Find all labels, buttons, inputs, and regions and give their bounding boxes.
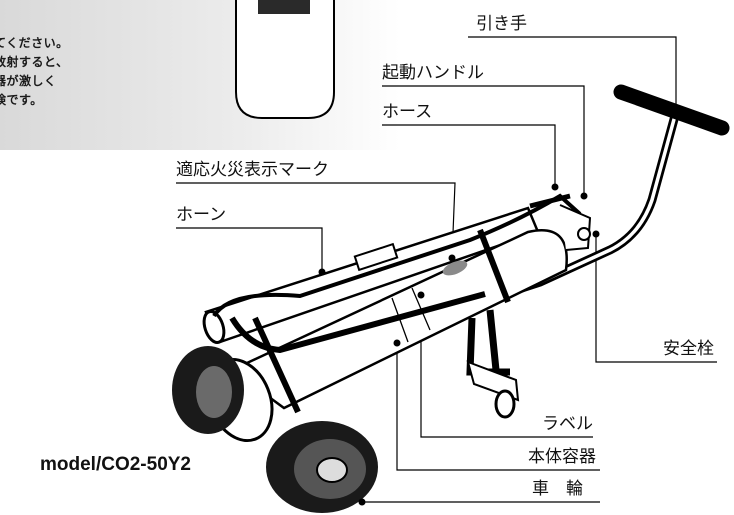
warning-note-line: 放射すると、: [0, 55, 69, 69]
front-wheel: [266, 421, 378, 513]
pull-handle-label: 引き手: [476, 14, 527, 34]
rear-wheel: [172, 346, 244, 434]
start-handle-label: 起動ハンドル: [382, 63, 484, 83]
straps-and-hose: [212, 193, 582, 414]
wheel-label: 車 輪: [532, 479, 583, 499]
cylinder-body-label: 本体容器: [528, 447, 596, 467]
small-extinguisher-illustration: [235, 0, 335, 119]
fire-class-mark-label: 適応火災表示マーク: [176, 160, 329, 180]
model-number: model/CO2-50Y2: [40, 454, 191, 475]
warning-note-line: てください。: [0, 36, 69, 50]
label-label: ラベル: [542, 414, 593, 434]
hose-label: ホース: [382, 102, 433, 122]
warning-note-text: てください。 放射すると、 器が激しく 険です。: [0, 34, 144, 110]
warning-note-line: 険です。: [0, 93, 43, 107]
handle-frame: [480, 84, 730, 305]
warning-note-line: 器が激しく: [0, 74, 57, 88]
valve-head: [551, 183, 600, 251]
safety-pin-label: 安全栓: [663, 339, 714, 359]
horn-label: ホーン: [176, 205, 227, 225]
rear-stand: [466, 309, 520, 419]
